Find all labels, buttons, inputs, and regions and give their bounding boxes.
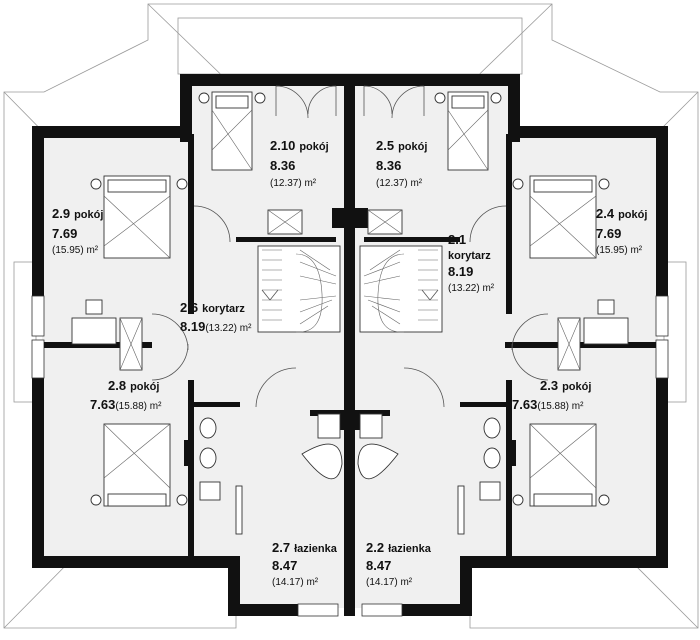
- svg-text:2.3 pokój: 2.3 pokój: [540, 377, 591, 394]
- room-area: 8.36: [376, 158, 401, 173]
- stair-hatch-boxes: [267, 209, 403, 235]
- room-number: 2.9: [52, 206, 70, 221]
- svg-text:2.9 pokój: 2.9 pokój: [52, 205, 103, 222]
- room-gross-area: (14.17) m²: [366, 577, 413, 588]
- room-area: 8.36: [270, 158, 295, 173]
- room-area: 7.69: [52, 226, 77, 241]
- room-label-2-7: 2.7 łazienka 8.47 (14.17) m²: [272, 539, 338, 588]
- room-gross-area: (13.22) m²: [448, 283, 495, 294]
- bed-2-9: [90, 175, 188, 259]
- bed-2-8: [90, 423, 188, 507]
- room-gross-area: (13.22) m²: [205, 323, 252, 334]
- bathroom-right-fixtures: [357, 413, 501, 535]
- room-gross-area: (14.17) m²: [272, 577, 319, 588]
- room-name: pokój: [74, 209, 103, 221]
- interior-walls: [44, 74, 656, 616]
- room-name: pokój: [130, 381, 159, 393]
- bed-2-10: [198, 91, 266, 171]
- room-name: korytarz: [448, 250, 491, 262]
- room-gross-area: (15.88) m²: [537, 401, 584, 412]
- svg-text:2.8 pokój: 2.8 pokój: [108, 377, 159, 394]
- room-label-2-6: 2.6 korytarz 8.19(13.22) m²: [180, 299, 252, 334]
- room-name: pokój: [398, 141, 427, 153]
- room-label-2-3: 2.3 pokój 7.63(15.88) m²: [512, 377, 591, 412]
- room-area: 8.47: [366, 558, 391, 573]
- staircase-right: [359, 245, 443, 333]
- windows: [31, 295, 669, 617]
- svg-text:2.4 pokój: 2.4 pokój: [596, 205, 647, 222]
- room-number: 2.8: [108, 378, 126, 393]
- svg-text:2.7 łazienka: 2.7 łazienka: [272, 539, 338, 556]
- room-number: 2.3: [540, 378, 558, 393]
- desk-left: [71, 299, 143, 371]
- exterior-walls: [32, 74, 668, 616]
- room-gross-area: (15.95) m²: [52, 245, 99, 256]
- room-label-2-4: 2.4 pokój 7.69 (15.95) m²: [596, 205, 647, 256]
- bed-2-5: [434, 91, 502, 171]
- room-area: 7.63: [512, 397, 537, 412]
- svg-text:2.5 pokój: 2.5 pokój: [376, 137, 427, 154]
- room-name: łazienka: [388, 543, 432, 555]
- room-gross-area: (12.37) m²: [270, 178, 317, 189]
- doors: [151, 85, 549, 408]
- svg-text:7.63(15.88) m²: 7.63(15.88) m²: [90, 397, 162, 412]
- svg-text:2.6 korytarz: 2.6 korytarz: [180, 299, 245, 316]
- room-name: pokój: [618, 209, 647, 221]
- room-number: 2.5: [376, 138, 394, 153]
- bed-2-3: [512, 423, 610, 507]
- room-number: 2.4: [596, 206, 615, 221]
- desk-right: [557, 299, 629, 371]
- room-area: 7.69: [596, 226, 621, 241]
- room-name: korytarz: [202, 303, 245, 315]
- room-name: łazienka: [294, 543, 338, 555]
- room-label-2-8: 2.8 pokój 7.63(15.88) m²: [90, 377, 162, 412]
- room-area: 8.19: [180, 319, 205, 334]
- room-label-2-5: 2.5 pokój 8.36 (12.37) m²: [376, 137, 427, 189]
- svg-text:2.2 łazienka: 2.2 łazienka: [366, 539, 432, 556]
- room-label-2-1: 2.1 korytarz 8.19 (13.22) m²: [448, 232, 495, 294]
- room-gross-area: (15.95) m²: [596, 245, 643, 256]
- staircase-left: [257, 245, 341, 333]
- room-gross-area: (15.88) m²: [115, 401, 162, 412]
- svg-text:2.10 pokój: 2.10 pokój: [270, 137, 329, 154]
- room-name: pokój: [299, 141, 328, 153]
- room-area: 7.63: [90, 397, 115, 412]
- svg-text:7.63(15.88) m²: 7.63(15.88) m²: [512, 397, 584, 412]
- bed-2-4: [512, 175, 610, 259]
- room-number: 2.2: [366, 540, 384, 555]
- room-number: 2.10: [270, 138, 295, 153]
- room-label-2-2: 2.2 łazienka 8.47 (14.17) m²: [366, 539, 432, 588]
- room-number: 2.1: [448, 232, 466, 247]
- room-area: 8.47: [272, 558, 297, 573]
- room-label-2-10: 2.10 pokój 8.36 (12.37) m²: [270, 137, 329, 189]
- room-number: 2.6: [180, 300, 198, 315]
- room-name: pokój: [562, 381, 591, 393]
- room-area: 8.19: [448, 264, 473, 279]
- bathroom-left-fixtures: [199, 413, 343, 535]
- room-label-2-9: 2.9 pokój 7.69 (15.95) m²: [52, 205, 103, 256]
- room-number: 2.7: [272, 540, 290, 555]
- room-gross-area: (12.37) m²: [376, 178, 423, 189]
- svg-text:8.19(13.22) m²: 8.19(13.22) m²: [180, 319, 252, 334]
